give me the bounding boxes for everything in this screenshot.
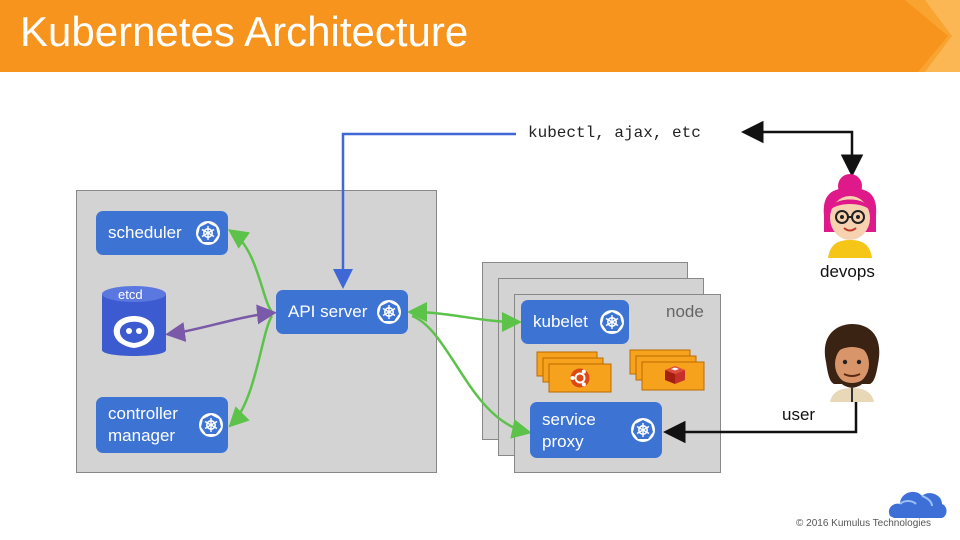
api-proxy-arrow <box>411 314 532 439</box>
scheduler-label: scheduler <box>108 223 182 242</box>
kubelet-box: kubelet <box>521 300 629 344</box>
api-etcd-arrow <box>165 304 277 342</box>
scheduler-box: scheduler <box>96 211 228 255</box>
kubernetes-helm-icon <box>199 413 223 437</box>
api-kubelet-arrow <box>407 302 522 332</box>
controller-manager-label-line2: manager <box>108 426 176 445</box>
redis-container-stack <box>629 349 705 391</box>
ubuntu-icon <box>570 368 590 388</box>
user-label: user <box>782 405 816 424</box>
ubuntu-container-stack <box>536 351 612 393</box>
controller-manager-label-line1: controller <box>108 404 178 423</box>
service-proxy-label-line2: proxy <box>542 432 584 451</box>
redis-icon <box>665 366 685 384</box>
devops-kubectl-arrow <box>741 120 864 177</box>
page-title: Kubernetes Architecture <box>20 8 469 55</box>
etcd-icon <box>102 286 166 356</box>
header-banner: Kubernetes Architecture <box>0 0 960 72</box>
controller-manager-box: controller manager <box>96 397 228 453</box>
copyright-text: © 2016 Kumulus Technologies <box>796 518 932 529</box>
etcd-label: etcd <box>118 287 143 302</box>
api-server-label: API server <box>288 302 368 321</box>
api-controller-arrow <box>228 315 274 428</box>
devops-avatar <box>823 174 877 258</box>
kumulus-logo <box>888 491 947 518</box>
kubelet-label: kubelet <box>533 312 588 331</box>
service-proxy-label-line1: service <box>542 410 596 429</box>
user-proxy-arrow <box>663 400 858 444</box>
kubectl-to-api-arrow <box>333 132 516 289</box>
api-scheduler-arrow <box>227 229 274 313</box>
node-label: node <box>666 302 704 321</box>
kubernetes-helm-icon <box>631 418 655 442</box>
kubernetes-helm-icon <box>196 221 220 245</box>
devops-label: devops <box>820 262 875 281</box>
etcd-store: etcd <box>100 284 168 362</box>
kubernetes-helm-icon <box>600 310 624 334</box>
kubernetes-helm-icon <box>377 300 401 324</box>
api-server-box: API server <box>276 290 408 334</box>
header-shape <box>0 0 960 72</box>
service-proxy-box: service proxy <box>530 402 662 458</box>
kubectl-command-text: kubectl, ajax, etc <box>528 124 701 142</box>
user-avatar <box>824 324 880 402</box>
